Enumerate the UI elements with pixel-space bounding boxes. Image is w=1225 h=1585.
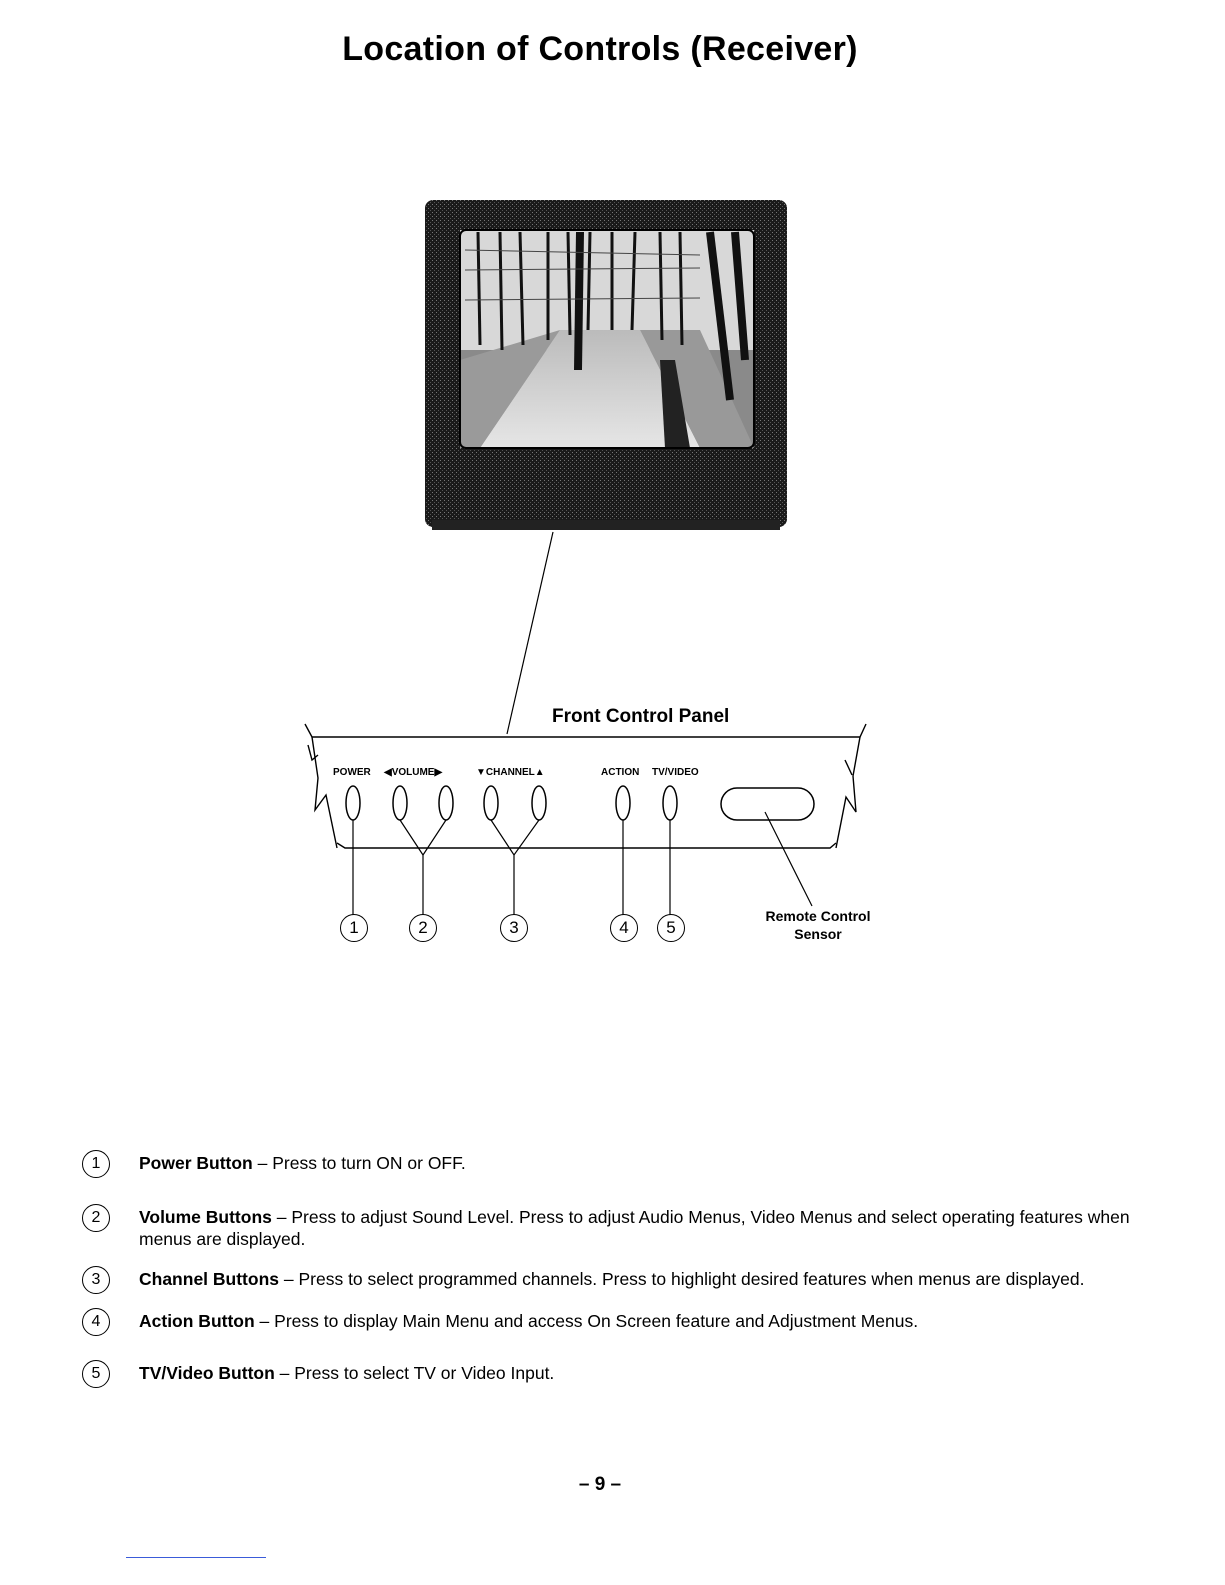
page-number: – 9 –	[578, 1474, 622, 1495]
leader-line	[506, 531, 554, 735]
legend-item-volume: 2 Volume Buttons – Press to adjust Sound…	[82, 1204, 1132, 1250]
legend-separator: –	[252, 1153, 273, 1173]
legend-name: Power Button	[139, 1153, 253, 1173]
power-label: POWER	[333, 767, 371, 778]
legend-separator: –	[254, 1311, 275, 1331]
legend-description: Press to select TV or Video Input.	[294, 1363, 555, 1383]
legend-number: 3	[82, 1266, 110, 1294]
tvvideo-button-shape	[662, 785, 678, 821]
legend-description: Press to display Main Menu and access On…	[274, 1311, 919, 1331]
volume-label: ◀VOLUME▶	[384, 767, 443, 778]
legend-number: 5	[82, 1360, 110, 1388]
legend-number: 1	[82, 1150, 110, 1178]
legend-separator: –	[271, 1207, 292, 1227]
tv-set-icon	[425, 200, 787, 530]
remote-sensor-label-line1: Remote Control	[765, 908, 871, 924]
legend-name: Volume Buttons	[139, 1207, 272, 1227]
legend-item-power: 1 Power Button – Press to turn ON or OFF…	[82, 1150, 1132, 1178]
footer-underline	[126, 1557, 266, 1558]
callout-1: 1	[340, 914, 368, 942]
power-button-shape	[345, 785, 361, 821]
panel-buttons	[345, 785, 815, 821]
callout-5: 5	[657, 914, 685, 942]
legend-item-action: 4 Action Button – Press to display Main …	[82, 1308, 1132, 1336]
legend-separator: –	[279, 1269, 299, 1289]
callout-lines	[352, 811, 813, 915]
legend-item-tvvideo: 5 TV/Video Button – Press to select TV o…	[82, 1360, 1132, 1388]
legend-description: Press to adjust Sound Level. Press to ad…	[139, 1207, 1130, 1249]
channel-label: ▼CHANNEL▲	[476, 767, 545, 778]
channel-down-button-shape	[483, 785, 499, 821]
action-button-shape	[615, 785, 631, 821]
callout-3: 3	[500, 914, 528, 942]
volume-down-button-shape	[392, 785, 408, 821]
front-control-panel	[304, 723, 867, 849]
legend-description: Press to turn ON or OFF.	[272, 1153, 466, 1173]
controls-legend: 1 Power Button – Press to turn ON or OFF…	[82, 1150, 1132, 1388]
legend-name: Channel Buttons	[139, 1269, 279, 1289]
channel-up-button-shape	[531, 785, 547, 821]
legend-name: Action Button	[139, 1311, 255, 1331]
tv-screen-forest-photo-icon	[459, 229, 755, 449]
volume-up-button-shape	[438, 785, 454, 821]
remote-sensor-label-line2: Sensor	[794, 926, 842, 942]
callout-4: 4	[610, 914, 638, 942]
callout-2: 2	[409, 914, 437, 942]
action-label: ACTION	[601, 767, 640, 778]
tvvideo-label: TV/VIDEO	[652, 767, 699, 778]
page-title: Location of Controls (Receiver)	[342, 30, 858, 68]
remote-sensor-label: Remote Control Sensor	[748, 907, 888, 943]
remote-sensor-window	[720, 787, 815, 821]
front-control-panel-title: Front Control Panel	[552, 706, 730, 727]
legend-number: 2	[82, 1204, 110, 1232]
legend-description: Press to select programmed channels. Pre…	[298, 1269, 1085, 1289]
legend-separator: –	[274, 1363, 295, 1383]
legend-name: TV/Video Button	[139, 1363, 275, 1383]
legend-item-channel: 3 Channel Buttons – Press to select prog…	[82, 1266, 1132, 1294]
legend-number: 4	[82, 1308, 110, 1336]
